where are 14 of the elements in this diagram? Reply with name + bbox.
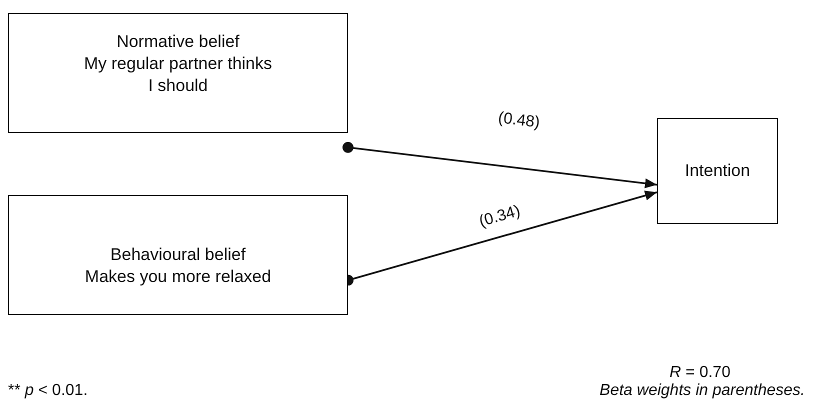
- node-heading: Normative belief: [116, 31, 240, 53]
- text-box: [657, 118, 778, 224]
- note: R = 0.70: [670, 364, 730, 382]
- footnote: Beta weights in parentheses.: [600, 382, 805, 400]
- node-heading: Behavioural belief: [110, 244, 246, 266]
- text-box: [8, 13, 348, 133]
- arrow: [342, 142, 658, 188]
- note: ** p < 0.01.: [8, 382, 88, 400]
- node-heading: Intention: [684, 160, 750, 182]
- node-text: My regular partner thinks I should: [82, 53, 274, 97]
- text-box: [8, 195, 348, 315]
- edge-label: (0.48): [496, 110, 540, 133]
- edge-label: (0.34): [476, 202, 522, 232]
- node-text: Makes you more relaxed: [84, 266, 272, 288]
